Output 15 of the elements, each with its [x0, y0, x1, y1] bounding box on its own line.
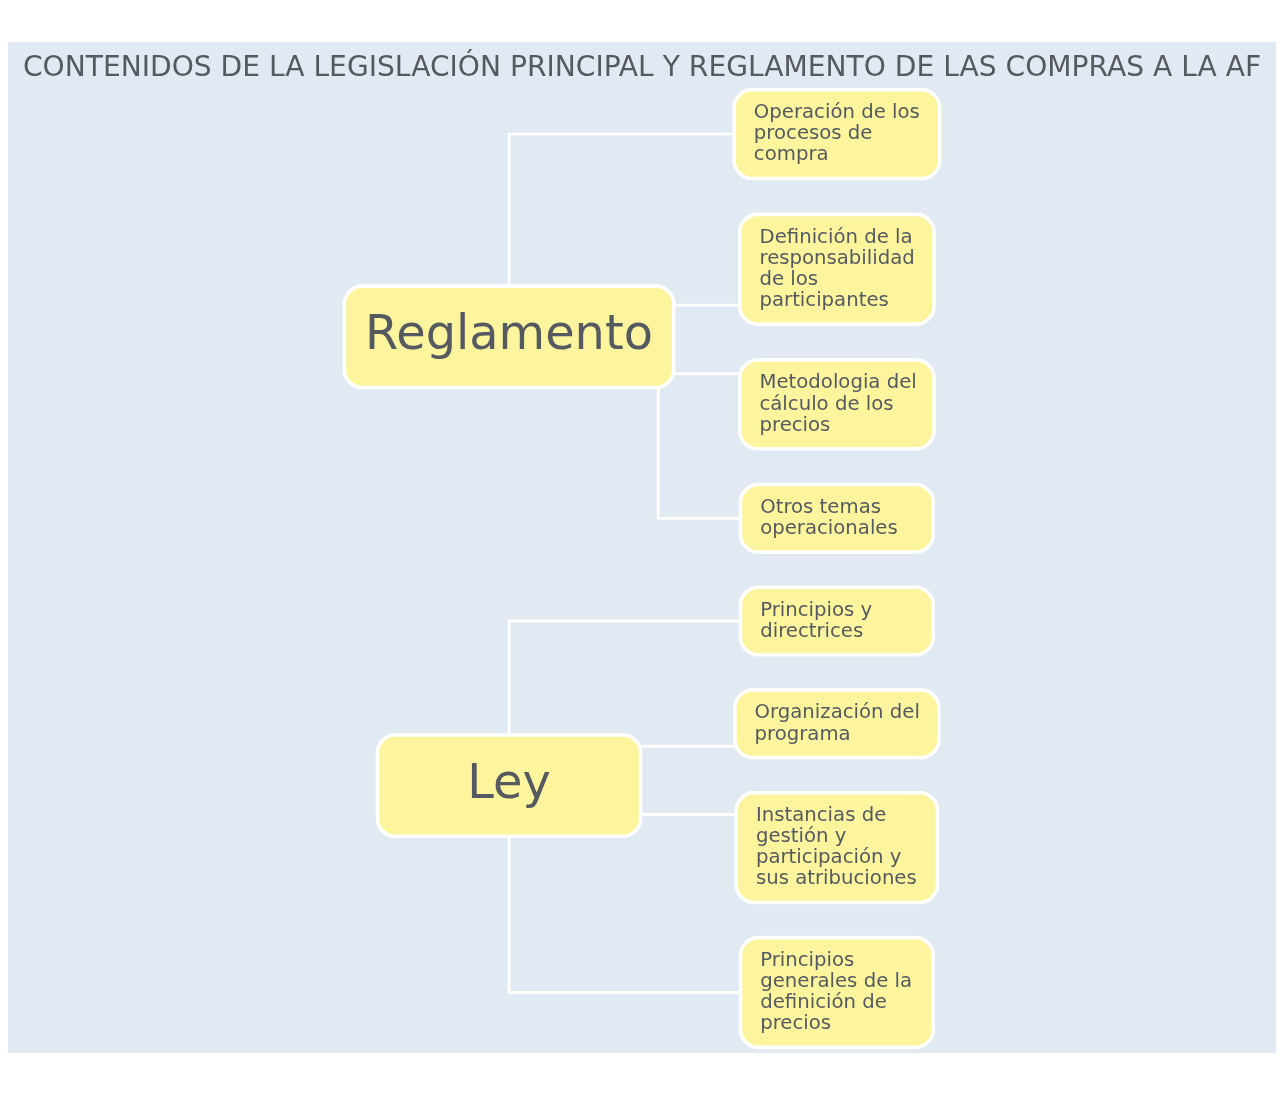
node-box: Otros temas operacionales	[738, 482, 936, 554]
node-box: Ley	[375, 733, 643, 839]
node-box: Reglamento	[342, 284, 676, 390]
node-box: Principios y directrices	[738, 585, 936, 657]
connector	[507, 619, 741, 735]
connector	[507, 132, 735, 286]
node-box: Operación de los procesos de compra	[732, 88, 942, 181]
node-box: Definición de la responsabilidad de los participantes	[738, 212, 936, 326]
node-box: Instancias de gestión y participación y sus atribuciones	[734, 790, 940, 905]
connector	[656, 387, 741, 520]
node-box: Metodologia del cálculo de los precios	[738, 358, 936, 451]
diagram-title: CONTENIDOS DE LA LEGISLACIÓN PRINCIPAL Y REGLAMENTO DE LAS COMPRAS A LA AF	[22, 49, 1262, 83]
connector	[507, 836, 741, 994]
node-box: Principios generales de la definición de precios	[738, 935, 936, 1050]
node-box: Organización del programa	[733, 688, 941, 760]
